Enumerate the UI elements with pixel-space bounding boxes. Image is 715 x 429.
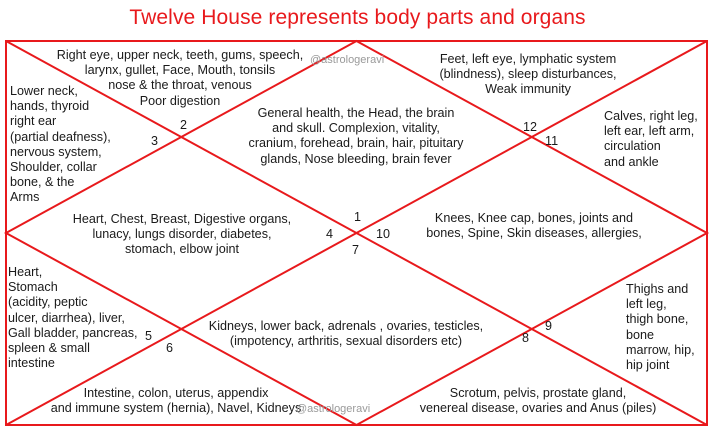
house-8-text: Scrotum, pelvis, prostate gland, venerea… [419, 386, 657, 416]
watermark-bottom: @astrologeravi [296, 403, 371, 415]
inner-diamond [3, 39, 710, 427]
house-8-number: 8 [522, 331, 530, 345]
house-12-number: 12 [523, 120, 538, 134]
house-3-text: Lower neck, hands, thyroid right ear (pa… [10, 84, 111, 205]
house-4-text: Heart, Chest, Breast, Digestive organs, … [72, 212, 292, 257]
house-7-text: Kidneys, lower back, adrenals , ovaries,… [208, 319, 484, 349]
house-4-number: 4 [326, 227, 334, 241]
house-3-number: 3 [151, 134, 159, 148]
house-2-number: 2 [180, 118, 188, 132]
house-9-text: Thighs and left leg, thigh bone, bone ma… [626, 282, 695, 373]
house-2-text: Right eye, upper neck, teeth, gums, spee… [56, 48, 304, 108]
house-11-text: Calves, right leg, left ear, left arm, c… [604, 109, 698, 169]
house-1-text: General health, the Head, the brain and … [248, 106, 464, 166]
house-5-text: Heart, Stomach (acidity, peptic ulcer, d… [8, 265, 138, 371]
house-1-number: 1 [354, 210, 362, 224]
house-7-number: 7 [352, 243, 360, 257]
house-6-number: 6 [166, 341, 174, 355]
house-9-number: 9 [545, 319, 553, 333]
watermark-top: @astrologeravi [310, 54, 385, 66]
page-title: Twelve House represents body parts and o… [129, 6, 586, 29]
diagonal-tr-bl [5, 40, 708, 426]
house-6-text: Intestine, colon, uterus, appendix and i… [50, 386, 302, 416]
house-10-text: Knees, Knee cap, bones, joints and bones… [426, 211, 642, 241]
house-5-number: 5 [145, 329, 153, 343]
house-11-number: 11 [545, 134, 559, 148]
house-12-text: Feet, left eye, lymphatic system (blindn… [439, 52, 617, 97]
house-10-number: 10 [376, 227, 391, 241]
